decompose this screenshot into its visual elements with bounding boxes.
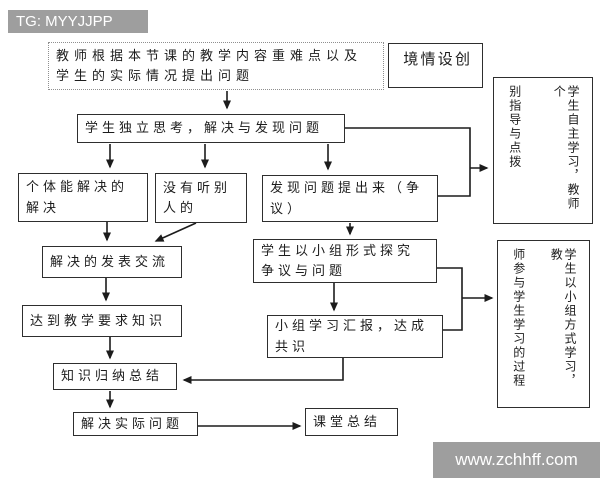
node-individual-solve: 个体能解决的解决 (18, 173, 148, 222)
watermark: www.zchhff.com (433, 442, 600, 478)
arrow-listen-to-exchange (154, 222, 197, 242)
node-individual-solve-label: 个体能解决的解决 (26, 179, 129, 215)
node-solve-practical: 解决实际问题 (73, 412, 198, 436)
node-knowledge-summary-label: 知识归纳总结 (61, 368, 164, 384)
node-teacher-question-label: 教师根据本节课的教学内容重难点以及学生的实际情况提出问题 (56, 47, 363, 83)
node-self-study-col1: 学生自主学习，教师个 (552, 85, 580, 211)
node-create-situation-col2: 情境 (401, 51, 435, 71)
node-group-study-process: 学生以小组方式学习，教 师参与学生学习的过程 (497, 240, 590, 408)
tg-badge: TG: MYYJJPP (8, 10, 148, 33)
node-listen-others-label: 没有听别人的 (163, 179, 232, 215)
node-independent-think: 学生独立思考，解决与发现问题 (77, 114, 345, 143)
node-share-exchange-label: 解决的发表交流 (50, 253, 170, 269)
wire-explore-report-join (437, 267, 463, 331)
node-group-study-col2: 师参与学生学习的过程 (511, 248, 526, 388)
node-group-explore-label: 学生以小组形式探究争议与问题 (261, 242, 415, 278)
tg-badge-label: TG: MYYJJPP (16, 13, 113, 30)
node-group-report-label: 小组学习汇报，达成共识 (275, 318, 429, 354)
wire-think-raise-join (345, 127, 471, 197)
node-independent-think-label: 学生独立思考，解决与发现问题 (85, 120, 324, 136)
node-group-explore: 学生以小组形式探究争议与问题 (253, 239, 437, 283)
node-achieve-requirement-label: 达到教学要求知识 (30, 312, 167, 328)
arrow-report-to-summary (182, 358, 344, 384)
node-class-summary-label: 课堂总结 (313, 413, 382, 429)
node-solve-practical-label: 解决实际问题 (81, 415, 184, 431)
node-group-report: 小组学习汇报，达成共识 (267, 315, 443, 358)
node-share-exchange: 解决的发表交流 (42, 246, 182, 278)
watermark-label: www.zchhff.com (455, 450, 578, 469)
node-achieve-requirement: 达到教学要求知识 (22, 305, 182, 337)
node-group-study-col1: 学生以小组方式学习，教 (549, 248, 577, 388)
node-create-situation: 创设 情境 (388, 43, 483, 88)
node-teacher-question: 教师根据本节课的教学内容重难点以及学生的实际情况提出问题 (48, 42, 384, 90)
node-create-situation-col1: 创设 (435, 51, 469, 71)
node-listen-others: 没有听别人的 (155, 173, 247, 223)
node-class-summary: 课堂总结 (305, 408, 398, 436)
node-knowledge-summary: 知识归纳总结 (53, 363, 177, 390)
node-self-study-guidance: 学生自主学习，教师个 别指导与点拨 (493, 77, 593, 224)
node-self-study-col2: 别指导与点拨 (507, 85, 522, 169)
node-raise-problem-label: 发现问题提出来（争议） (270, 180, 424, 216)
node-raise-problem: 发现问题提出来（争议） (262, 175, 438, 222)
